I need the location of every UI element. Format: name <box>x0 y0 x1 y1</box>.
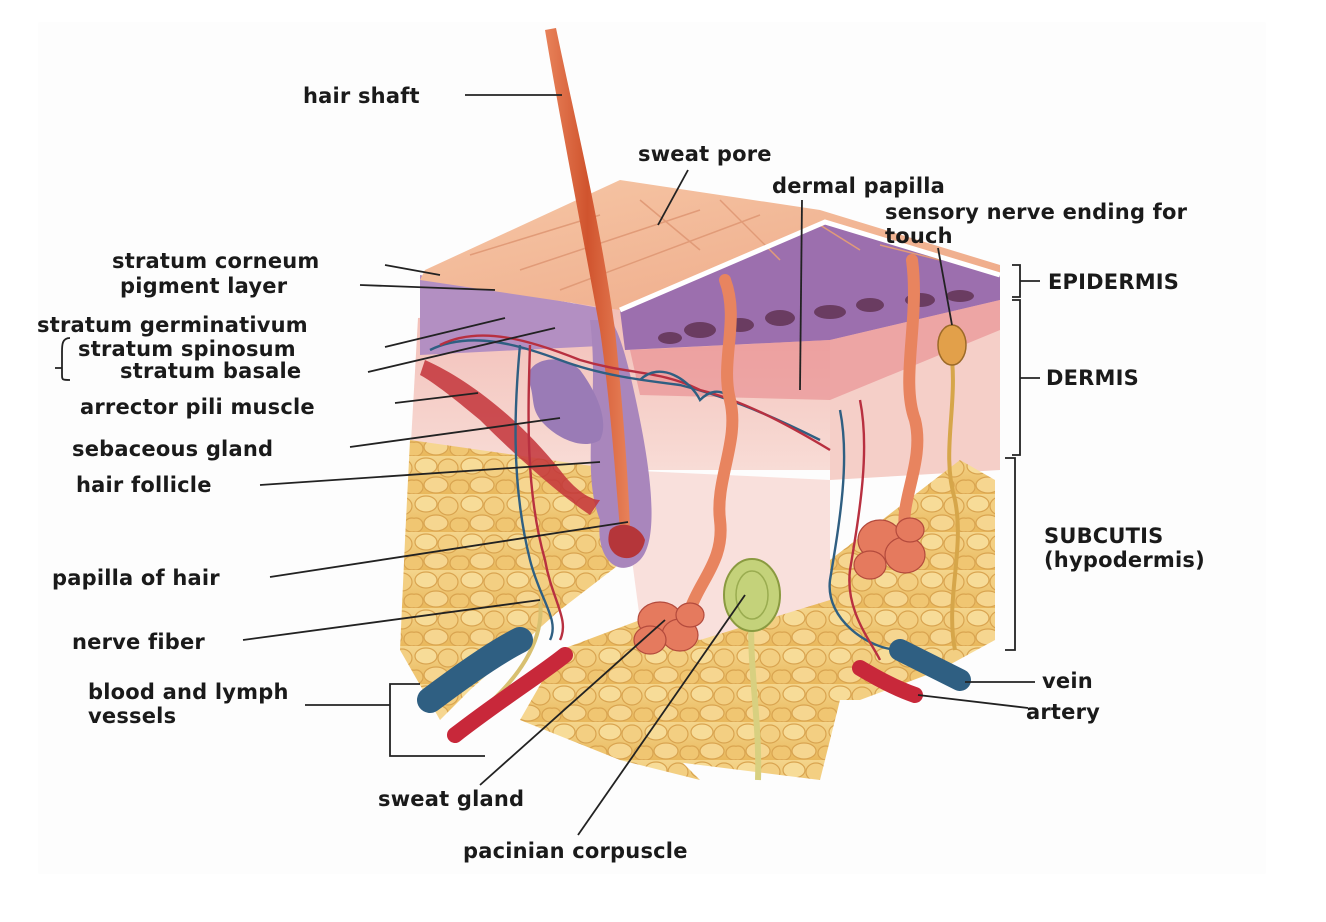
sensory-nerve-fiber <box>947 344 960 651</box>
sweat-gland-coil <box>633 601 705 655</box>
sweat-gland-coil-right <box>853 517 926 580</box>
label-pacinian-corpuscle: pacinian corpuscle <box>463 839 688 863</box>
label-stratum-spinosum: stratum spinosum <box>78 337 296 361</box>
label-blood-lymph-vessels: blood and lymph vessels <box>88 680 289 728</box>
artery-left <box>447 647 573 743</box>
label-pigment-layer: pigment layer <box>120 274 288 298</box>
vein-left <box>417 627 533 713</box>
capillary-network <box>429 334 901 661</box>
label-hair-shaft: hair shaft <box>303 84 420 108</box>
label-subcutis: SUBCUTIS (hypodermis) <box>1044 524 1205 572</box>
label-artery: artery <box>1026 700 1101 724</box>
vein-right <box>889 639 971 691</box>
sweat-gland-duct-right <box>898 254 924 536</box>
artery-right <box>852 660 923 703</box>
hair-papilla <box>608 524 645 559</box>
skin-surface <box>420 180 1000 310</box>
label-dermal-papilla: dermal papilla <box>772 174 945 198</box>
label-stratum-corneum: stratum corneum <box>112 249 320 273</box>
label-stratum-germinativum: stratum germinativum <box>37 313 308 337</box>
label-sweat-pore: sweat pore <box>638 142 772 166</box>
hair-shaft <box>545 28 630 530</box>
label-hair-follicle: hair follicle <box>76 473 212 497</box>
label-sensory-nerve-ending: sensory nerve ending for touch <box>885 200 1188 248</box>
label-vein: vein <box>1042 669 1093 693</box>
meissner-corpuscle <box>937 324 967 366</box>
label-sweat-gland: sweat gland <box>378 787 525 811</box>
pacinian-lamella <box>735 570 769 620</box>
label-dermis: DERMIS <box>1046 366 1139 390</box>
label-nerve-fiber: nerve fiber <box>72 630 205 654</box>
label-arrector-pili-muscle: arrector pili muscle <box>80 395 315 419</box>
label-stratum-basale: stratum basale <box>120 359 302 383</box>
arrector-pili <box>420 360 600 515</box>
epidermis-layer <box>420 275 620 355</box>
sweat-gland-duct <box>684 274 739 616</box>
subcutis-fat-left <box>400 440 625 720</box>
stratum-corneum-edge <box>619 219 1001 313</box>
leader-lines <box>55 94 1040 836</box>
pacinian-corpuscle-shape <box>723 558 781 632</box>
label-epidermis: EPIDERMIS <box>1048 270 1180 294</box>
label-sebaceous-gland: sebaceous gland <box>72 437 274 461</box>
sebaceous-gland-shape <box>528 359 604 445</box>
label-papilla-of-hair: papilla of hair <box>52 566 220 590</box>
